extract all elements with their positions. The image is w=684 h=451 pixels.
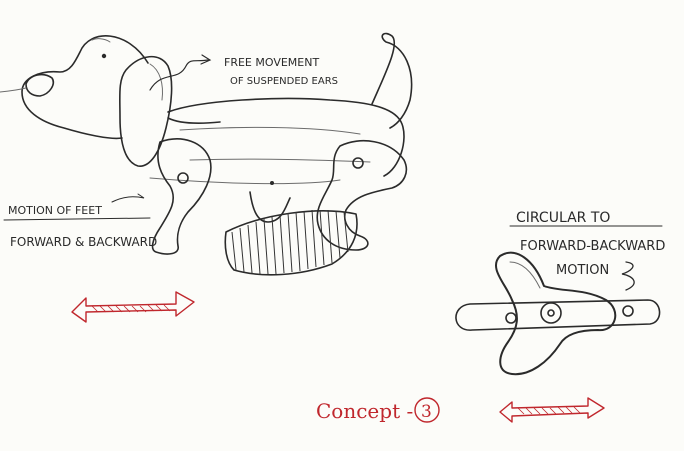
concept-word: Concept - bbox=[316, 399, 413, 423]
motion-arrow-left bbox=[72, 292, 194, 322]
dog-eye bbox=[102, 54, 106, 58]
dog-ear bbox=[120, 57, 172, 167]
feet-annotation: MOTION OF FEET FORWARD & BACKWARD bbox=[4, 194, 157, 249]
feet-label-line2: FORWARD & BACKWARD bbox=[10, 235, 157, 249]
dog-rear-leg bbox=[317, 141, 406, 250]
cam-hub-inner bbox=[548, 310, 554, 316]
slider-pin-left bbox=[506, 313, 516, 323]
dog-body bbox=[168, 99, 404, 177]
dog-tail bbox=[372, 34, 412, 128]
feet-label-line1: MOTION OF FEET bbox=[8, 204, 102, 217]
slider-bar bbox=[456, 300, 660, 330]
ears-label-line2: OF SUSPENDED EARS bbox=[230, 76, 338, 87]
mechanism-label-line3: MOTION bbox=[556, 263, 609, 278]
concept-label: Concept - 3 bbox=[316, 398, 439, 423]
mechanism-label-line2: FORWARD-BACKWARD bbox=[520, 239, 665, 254]
ears-label-line1: FREE MOVEMENT bbox=[224, 56, 319, 69]
mechanism-annotation: CIRCULAR TO FORWARD-BACKWARD MOTION bbox=[510, 210, 665, 290]
ears-annotation: FREE MOVEMENT OF SUSPENDED EARS bbox=[150, 55, 338, 90]
front-leg-pivot bbox=[178, 173, 188, 183]
dog-head bbox=[22, 36, 148, 139]
dog-front-leg bbox=[153, 139, 211, 254]
mechanism-label-line1: CIRCULAR TO bbox=[516, 210, 610, 226]
motion-arrow-right bbox=[500, 398, 604, 422]
dog-nose bbox=[26, 75, 53, 96]
slider-pin-right bbox=[623, 306, 633, 316]
cam-hub-outer bbox=[541, 303, 561, 323]
concept-number: 3 bbox=[421, 402, 432, 422]
rear-leg-pivot bbox=[353, 158, 363, 168]
